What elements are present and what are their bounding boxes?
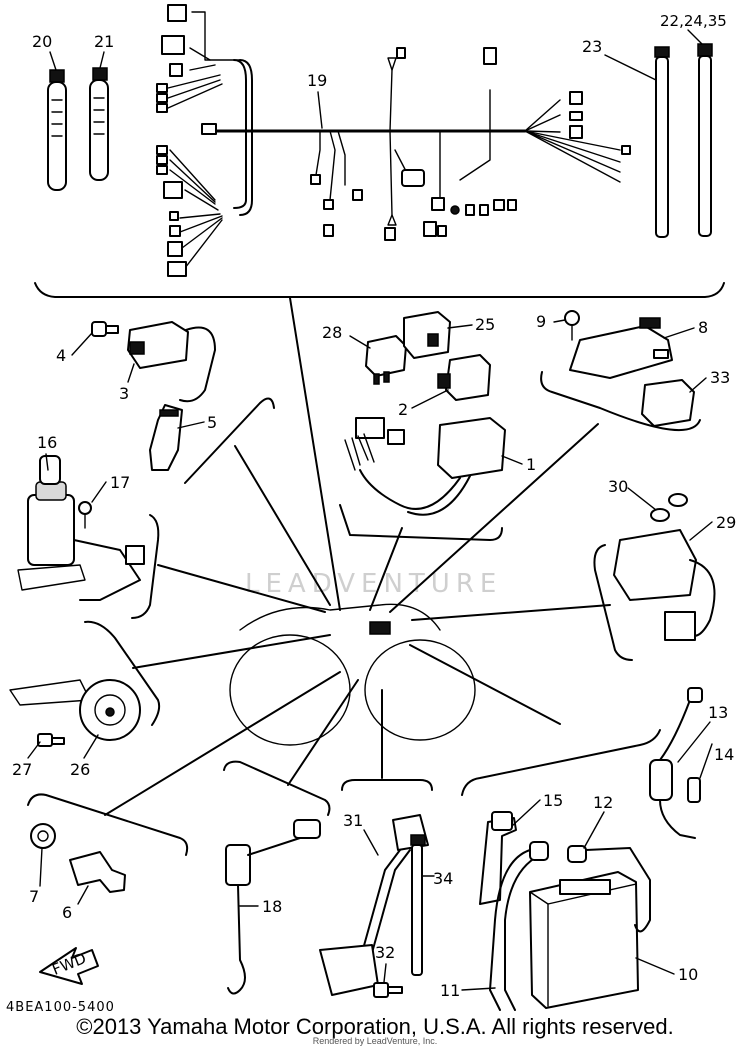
rendered-by-text: Rendered by LeadVenture, Inc. <box>312 1036 438 1046</box>
bracket-switch-group <box>131 514 160 619</box>
label-20: 20 <box>32 32 52 51</box>
main-switch-16[interactable] <box>17 455 145 601</box>
bracket-starter-group <box>593 544 633 661</box>
cable-tie-20[interactable] <box>47 69 67 191</box>
bracket-31-group <box>341 779 433 791</box>
label-3: 3 <box>119 384 129 403</box>
battery-cable-11[interactable] <box>489 841 549 1011</box>
watermark-text: LEADVENTURE <box>245 569 502 599</box>
cable-tie-21[interactable] <box>89 67 109 181</box>
label-6: 6 <box>62 903 72 922</box>
label-8: 8 <box>698 318 708 337</box>
copyright-text: ©2013 Yamaha Motor Corporation, U.S.A. A… <box>76 1014 674 1039</box>
label-30: 30 <box>608 477 628 496</box>
ignition-coil-3[interactable] <box>127 321 216 403</box>
label-27: 27 <box>12 760 32 779</box>
label-10: 10 <box>678 965 698 984</box>
label-11: 11 <box>440 981 460 1000</box>
sensor-18[interactable] <box>225 819 321 995</box>
motorcycle-silhouette <box>229 603 476 746</box>
bracket-relay-group <box>339 504 503 541</box>
label-22-24-35: 22,24,35 <box>660 12 727 30</box>
battery-cable-12[interactable] <box>567 845 651 933</box>
bolt-4[interactable] <box>91 321 119 337</box>
bolt-30[interactable] <box>650 493 688 522</box>
neutral-switch-6[interactable] <box>69 851 126 893</box>
fuse-holder-13[interactable] <box>649 687 703 839</box>
label-9: 9 <box>536 312 546 331</box>
cdi-unit-1[interactable] <box>344 417 506 516</box>
leader-lines <box>104 297 611 816</box>
starter-relay-29[interactable] <box>613 529 716 641</box>
label-33: 33 <box>710 368 730 387</box>
screw-9[interactable] <box>564 310 580 341</box>
relay-25[interactable] <box>403 311 451 359</box>
label-31: 31 <box>343 811 363 830</box>
label-4: 4 <box>56 346 66 365</box>
bracket-coil-group <box>184 397 275 484</box>
harness-group-bracket <box>34 282 725 298</box>
flasher-2[interactable] <box>437 354 491 401</box>
bracket-sensor-group <box>223 760 331 816</box>
label-leaders <box>27 29 713 991</box>
wire-harness-19[interactable] <box>156 4 631 277</box>
spark-plug-cap-5[interactable] <box>149 404 183 471</box>
bracket-battery-group <box>461 729 661 796</box>
label-26: 26 <box>70 760 90 779</box>
horn-26[interactable] <box>9 679 141 741</box>
bracket-horn-group <box>84 620 161 726</box>
label-13: 13 <box>708 703 728 722</box>
label-34: 34 <box>433 869 453 888</box>
label-14: 14 <box>714 745 734 764</box>
label-15: 15 <box>543 791 563 810</box>
label-23: 23 <box>582 37 602 56</box>
bracket-neutral-group <box>27 793 189 856</box>
label-5: 5 <box>207 413 217 432</box>
bolt-32[interactable] <box>373 982 403 998</box>
fuse-14[interactable] <box>687 777 701 803</box>
screw-17[interactable] <box>78 501 92 529</box>
cable-tie-23[interactable] <box>654 46 670 238</box>
cable-tie-34[interactable] <box>410 834 426 976</box>
relay-28[interactable] <box>365 335 407 385</box>
starter-cable-31[interactable] <box>319 814 429 996</box>
label-21: 21 <box>94 32 114 51</box>
label-18: 18 <box>262 897 282 916</box>
label-29: 29 <box>716 513 736 532</box>
diagram-code: 4BEA100-5400 <box>6 1000 115 1015</box>
cable-tie-22-24-35[interactable] <box>697 43 713 237</box>
label-32: 32 <box>375 943 395 962</box>
bracket-regulator-group <box>540 371 701 431</box>
label-25: 25 <box>475 315 495 334</box>
label-19: 19 <box>307 71 327 90</box>
label-17: 17 <box>110 473 130 492</box>
gasket-7[interactable] <box>30 823 56 849</box>
label-28: 28 <box>322 323 342 342</box>
relay-33[interactable] <box>641 379 695 427</box>
label-16: 16 <box>37 433 57 452</box>
regulator-8[interactable] <box>569 317 673 379</box>
label-12: 12 <box>593 793 613 812</box>
label-2: 2 <box>398 400 408 419</box>
bolt-27[interactable] <box>37 733 65 747</box>
battery-10[interactable] <box>529 871 639 1009</box>
label-7: 7 <box>29 887 39 906</box>
battery-band-15[interactable] <box>479 811 517 905</box>
label-1: 1 <box>526 455 536 474</box>
forward-arrow: FWD <box>39 947 99 985</box>
